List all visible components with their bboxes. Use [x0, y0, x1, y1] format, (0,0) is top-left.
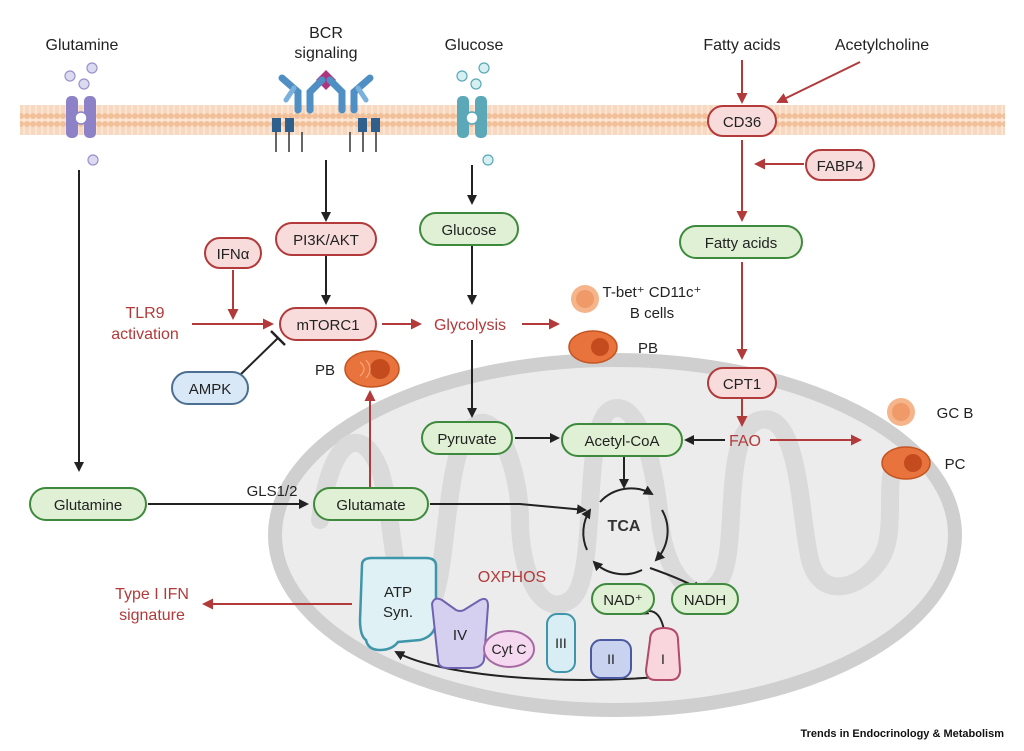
svg-text:AMPK: AMPK	[189, 381, 232, 398]
svg-text:IFNα: IFNα	[217, 246, 250, 263]
complex-iv-icon: IV	[430, 597, 490, 669]
svg-text:Pyruvate: Pyruvate	[437, 431, 496, 448]
node-glucose: Glucose	[419, 212, 519, 246]
plasma-cell-icon	[881, 446, 931, 480]
node-ampk: AMPK	[171, 371, 249, 405]
bcr-label-line1: BCR	[309, 25, 343, 42]
svg-text:Glutamine: Glutamine	[54, 497, 122, 514]
tlr9-label-line2: activation	[111, 326, 179, 343]
svg-text:Glucose: Glucose	[441, 222, 496, 239]
node-pi3k-akt: PI3K/AKT	[275, 222, 377, 256]
plasmablast-cell-icon	[344, 350, 400, 388]
svg-text:NAD⁺: NAD⁺	[603, 592, 643, 609]
node-nadh: NADH	[671, 583, 739, 615]
tlr9-label-line1: TLR9	[125, 305, 164, 322]
glutamine-transporter-icon	[64, 62, 99, 166]
svg-text:FABP4: FABP4	[817, 158, 864, 175]
pc-label: PC	[945, 456, 966, 473]
node-nad-plus: NAD⁺	[591, 583, 655, 615]
bcr-receptor-icon	[272, 70, 380, 152]
complex-iii-icon: III	[546, 613, 576, 673]
cytochrome-c-icon: Cyt C	[483, 630, 535, 668]
node-pyruvate: Pyruvate	[421, 421, 513, 455]
tbet-label-line2: B cells	[630, 305, 674, 322]
inhibit-ampk-mtorc1	[239, 337, 279, 376]
svg-text:CD36: CD36	[723, 114, 761, 131]
tca-label: TCA	[608, 518, 641, 535]
svg-text:Glutamate: Glutamate	[336, 497, 405, 514]
svg-text:Syn.: Syn.	[383, 604, 413, 621]
fao-label: FAO	[729, 433, 761, 450]
complex-i-icon: I	[644, 626, 682, 681]
node-acetyl-coa: Acetyl-CoA	[561, 423, 683, 457]
glucose-input-label: Glucose	[445, 37, 504, 54]
atp-synthase-icon: ATP Syn.	[358, 556, 438, 652]
tbet-label-line1: T-bet⁺ CD11c⁺	[603, 284, 702, 301]
gc-b-cell-icon	[887, 398, 915, 426]
node-cd36: CD36	[707, 105, 777, 137]
svg-text:ATP: ATP	[384, 584, 412, 601]
node-fabp4: FABP4	[805, 149, 875, 181]
node-ifna: IFNα	[204, 237, 262, 269]
inhibit-bar	[270, 330, 286, 346]
type1-ifn-line1: Type I IFN	[115, 586, 189, 603]
oxphos-label: OXPHOS	[478, 569, 546, 586]
fatty-acids-input-label: Fatty acids	[703, 37, 780, 54]
svg-text:III: III	[555, 635, 567, 651]
gls-label: GLS1/2	[247, 483, 298, 500]
svg-text:IV: IV	[453, 627, 467, 644]
svg-text:Acetyl-CoA: Acetyl-CoA	[584, 433, 659, 450]
arrow-ach-cd36	[776, 61, 861, 103]
svg-text:I: I	[661, 651, 665, 667]
svg-text:II: II	[607, 651, 615, 667]
svg-text:mTORC1: mTORC1	[296, 317, 359, 334]
pb-left-label: PB	[315, 362, 335, 379]
pb-right-label: PB	[638, 340, 658, 357]
svg-text:NADH: NADH	[684, 592, 727, 609]
bcr-label-line2: signaling	[294, 45, 357, 62]
acetylcholine-input-label: Acetylcholine	[835, 37, 929, 54]
gc-b-label: GC B	[937, 405, 974, 422]
complex-ii-icon: II	[590, 639, 632, 679]
glutamine-input-label: Glutamine	[46, 37, 119, 54]
plasma-membrane	[20, 105, 1005, 135]
pb-right-cell-icon	[568, 330, 618, 364]
footer-credit: Trends in Endocrinology & Metabolism	[800, 728, 1004, 740]
node-fatty-acids: Fatty acids	[679, 225, 803, 259]
svg-text:Cyt C: Cyt C	[492, 641, 527, 657]
arrow-complex-atp	[394, 651, 671, 681]
type1-ifn-line2: signature	[119, 607, 185, 624]
node-glutamate: Glutamate	[313, 487, 429, 521]
node-cpt1: CPT1	[707, 367, 777, 399]
svg-text:PI3K/AKT: PI3K/AKT	[293, 232, 359, 249]
glycolysis-label: Glycolysis	[434, 317, 506, 334]
arrow-glutamate-tca	[430, 503, 587, 515]
node-glutamine: Glutamine	[29, 487, 147, 521]
tbet-b-cell-icon	[571, 285, 599, 313]
svg-text:Fatty acids: Fatty acids	[705, 235, 778, 252]
glucose-transporter-icon	[456, 62, 494, 166]
node-mtorc1: mTORC1	[279, 307, 377, 341]
svg-text:CPT1: CPT1	[723, 376, 761, 393]
